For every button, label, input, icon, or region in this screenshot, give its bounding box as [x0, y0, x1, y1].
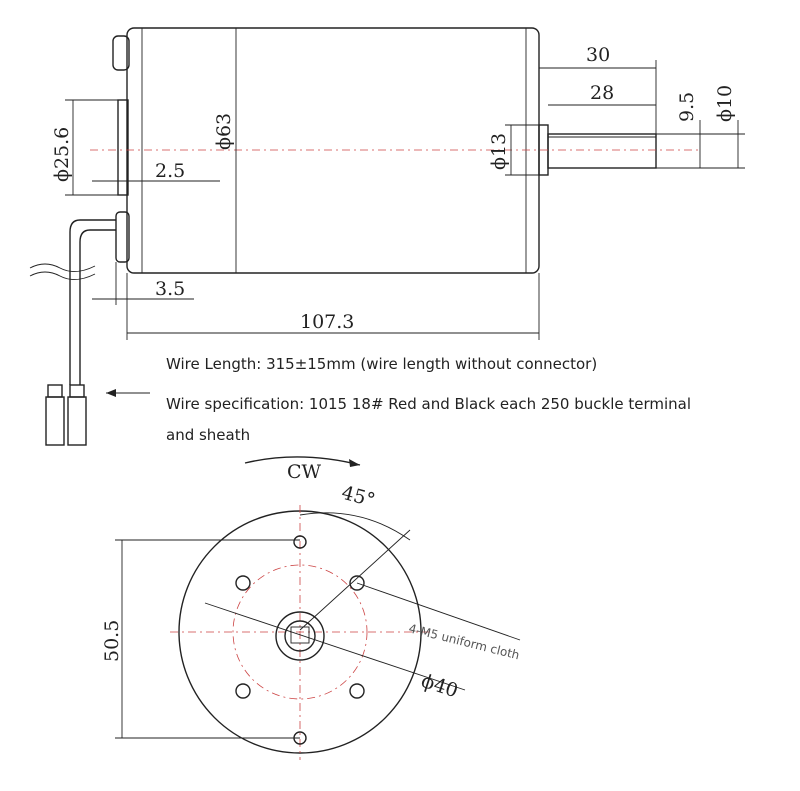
- mount-holes-label: 4-M5 uniform cloth: [407, 621, 521, 662]
- shaft-flat: [290, 626, 310, 644]
- angle-leg: [299, 529, 411, 631]
- pcd-leader: [204, 602, 466, 691]
- dim-boss-diameter: ϕ13: [488, 133, 510, 170]
- center-shaft: [284, 620, 316, 652]
- center-boss: [275, 611, 325, 661]
- wire-red: [69, 219, 116, 385]
- note-arrowhead: [106, 389, 116, 397]
- rear-bump-top: [112, 35, 130, 71]
- wire-spec-note-2: and sheath: [166, 426, 251, 444]
- pcd-label: ϕ40: [418, 670, 460, 702]
- wire-exit: [115, 211, 130, 263]
- dim-body-diameter: ϕ63: [213, 113, 235, 150]
- mount-hole-3: [235, 683, 251, 699]
- wire-spec-note-1: Wire specification: 1015 18# Red and Bla…: [166, 395, 692, 413]
- dim-shaft-flat-length: 28: [590, 82, 614, 104]
- wire-length-note: Wire Length: 315±15mm (wire length witho…: [166, 355, 598, 373]
- angle-arc: [299, 512, 411, 541]
- mount-hole-2: [349, 575, 365, 591]
- dim-flat-width: 9.5: [676, 92, 698, 122]
- holes-leader: [356, 582, 521, 641]
- mount-hole-1: [235, 575, 251, 591]
- terminal-2: [67, 396, 87, 446]
- mount-hole-4: [349, 683, 365, 699]
- height-label: 50.5: [101, 620, 123, 662]
- wire-black: [79, 229, 116, 385]
- dim-shaft-diameter: ϕ10: [714, 85, 736, 122]
- dim-shaft-length: 30: [586, 44, 610, 66]
- shaft: [547, 133, 657, 169]
- dim-rear-offset: 3.5: [155, 278, 185, 300]
- wire-break: [29, 263, 96, 272]
- cw-arrowhead: [349, 459, 360, 467]
- motor-body: [126, 27, 540, 274]
- dim-overall-length: 107.3: [300, 311, 354, 333]
- dim-rear-boss-depth: 2.5: [155, 160, 185, 182]
- rotation-label: CW: [287, 461, 322, 483]
- terminal-crimp-2: [69, 384, 85, 398]
- wire-break-2: [29, 271, 96, 280]
- rear-boss: [117, 99, 129, 196]
- cw-arc: [244, 456, 361, 466]
- hole-top: [293, 535, 307, 549]
- dim-rear-boss-diameter: ϕ25.6: [51, 127, 73, 182]
- terminal-1: [45, 396, 65, 446]
- terminal-crimp-1: [47, 384, 63, 398]
- angle-label: 45°: [339, 482, 377, 512]
- pcd-circle: [232, 564, 368, 700]
